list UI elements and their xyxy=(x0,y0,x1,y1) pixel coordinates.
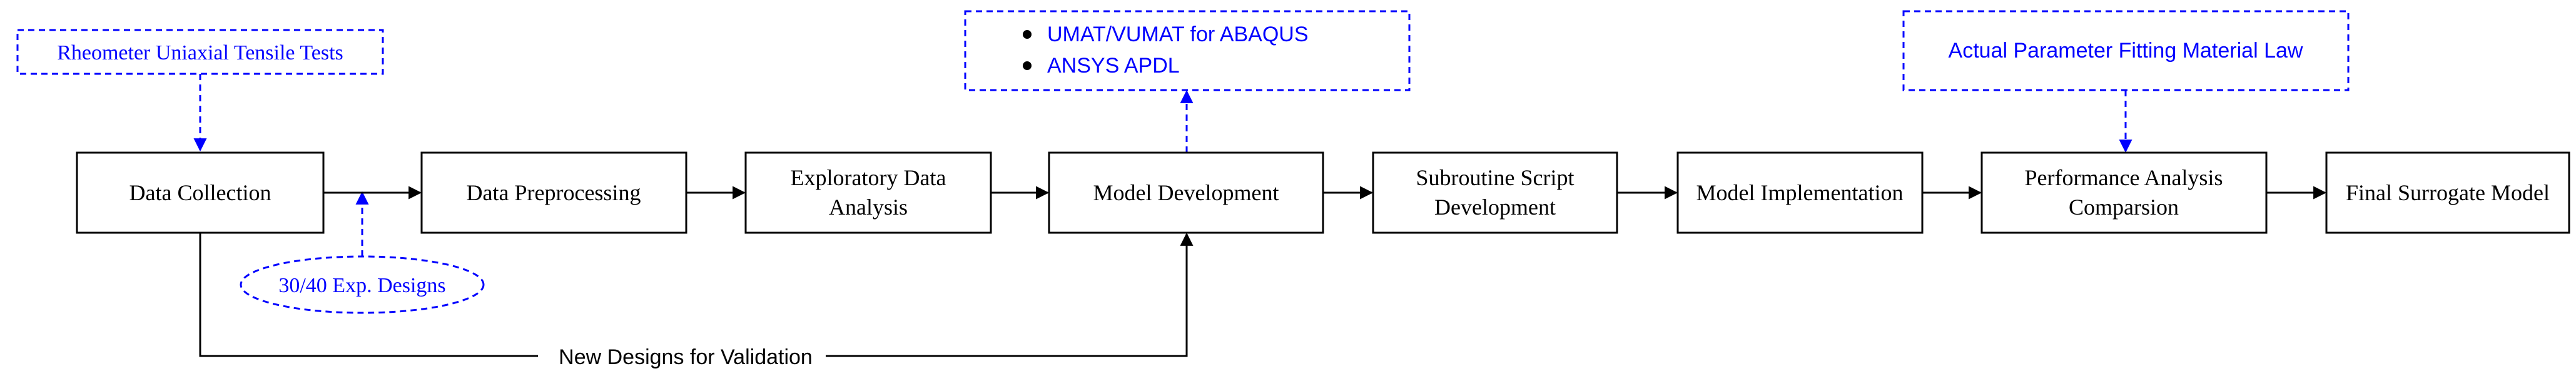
data-preprocessing-box: Data Preprocessing xyxy=(420,151,687,234)
subroutine-label-line-1: Subroutine Script xyxy=(1416,165,1575,190)
performance-label-line-2: Comparsion xyxy=(2069,195,2179,220)
data-collection-box: Data Collection xyxy=(76,151,325,234)
validation-label: New Designs for Validation xyxy=(559,345,813,369)
final-model-label: Final Surrogate Model xyxy=(2346,180,2550,205)
model-implementation-label: Model Implementation xyxy=(1696,180,1904,205)
umat-item-2: ANSYS APDL xyxy=(1047,54,1180,78)
rheometer-note: Rheometer Uniaxial Tensile Tests xyxy=(16,29,384,75)
exp-designs-note: 30/40 Exp. Designs xyxy=(240,255,485,314)
bullet-icon xyxy=(1023,30,1032,39)
umat-note: UMAT/VUMAT for ABAQUS ANSYS APDL xyxy=(964,10,1411,91)
data-preprocessing-label: Data Preprocessing xyxy=(467,180,641,205)
final-model-box: Final Surrogate Model xyxy=(2325,151,2570,234)
subroutine-box: Subroutine Script Development xyxy=(1372,151,1618,234)
performance-analysis-box: Performance Analysis Comparsion xyxy=(1980,151,2268,234)
exploratory-analysis-box: Exploratory Data Analysis xyxy=(744,151,992,234)
exp-designs-text: 30/40 Exp. Designs xyxy=(278,274,445,297)
fitting-note: Actual Parameter Fitting Material Law xyxy=(1902,10,2350,91)
performance-label-line-1: Performance Analysis xyxy=(2025,165,2223,190)
data-collection-label: Data Collection xyxy=(129,180,271,205)
model-implementation-box: Model Implementation xyxy=(1676,151,1924,234)
exploratory-label-line-1: Exploratory Data xyxy=(791,165,946,190)
exploratory-label-line-2: Analysis xyxy=(829,195,908,220)
bullet-icon xyxy=(1023,61,1032,70)
validation-label-bg xyxy=(538,341,826,371)
model-development-box: Model Development xyxy=(1048,151,1324,234)
umat-item-1: UMAT/VUMAT for ABAQUS xyxy=(1047,23,1309,46)
model-development-label: Model Development xyxy=(1093,180,1279,205)
rheometer-note-text: Rheometer Uniaxial Tensile Tests xyxy=(57,41,343,64)
fitting-note-text: Actual Parameter Fitting Material Law xyxy=(1949,39,2303,63)
subroutine-label-line-2: Development xyxy=(1434,195,1556,220)
